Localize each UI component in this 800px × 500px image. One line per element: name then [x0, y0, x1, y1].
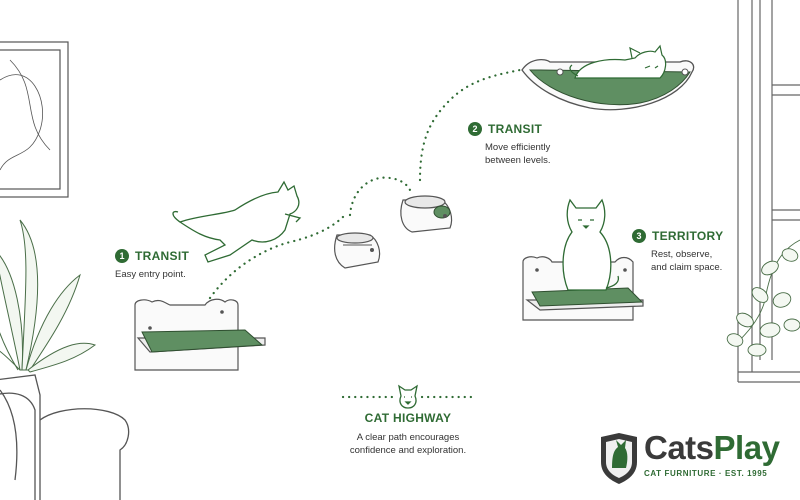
step-1-description: Easy entry point.: [115, 269, 186, 280]
wall-shelf-1: [134, 298, 266, 371]
step-3-description: Rest, observe, and claim space.: [651, 249, 723, 273]
step-3-title: TERRITORY: [652, 229, 724, 243]
sitting-cat: [562, 198, 620, 291]
step-2-description: Move efficiently between levels.: [485, 142, 551, 166]
step-1-number: 1: [115, 249, 129, 263]
cat-face-icon: [398, 384, 418, 409]
brand-name: CatsPlay: [644, 429, 780, 466]
cat-highway-label: CAT HIGHWAY A clear path encourages conf…: [318, 411, 498, 457]
cat-highway-path: [208, 68, 522, 399]
window-frame: [737, 0, 800, 383]
step-1-label: 1 TRANSIT Easy entry point.: [115, 249, 189, 281]
cat-highway-title: CAT HIGHWAY: [364, 411, 452, 425]
cat-highway-description: A clear path encourages confidence and e…: [349, 432, 467, 456]
step-2-number: 2: [468, 122, 482, 136]
step-3-label: 3 TERRITORY Rest, observe, and claim spa…: [632, 229, 723, 274]
cat-shield-logo-icon: [601, 433, 637, 484]
step-1-title: TRANSIT: [135, 249, 190, 263]
wall-step-1: [334, 232, 381, 269]
wall-step-2: [400, 195, 453, 233]
step-2-title: TRANSIT: [488, 122, 543, 136]
brand-tagline: CAT FURNITURE · EST. 1995: [644, 469, 768, 478]
step-2-label: 2 TRANSIT Move efficiently between level…: [468, 122, 550, 167]
potted-plant: [0, 219, 97, 373]
catsplay-logo: CatsPlay CAT FURNITURE · EST. 1995: [598, 429, 783, 483]
wall-picture-frame: [0, 41, 69, 198]
jumping-cat: [172, 180, 302, 263]
step-3-number: 3: [632, 229, 646, 243]
hanging-plant: [726, 239, 800, 357]
armchair: [0, 374, 130, 500]
sleeping-cat: [569, 44, 667, 79]
